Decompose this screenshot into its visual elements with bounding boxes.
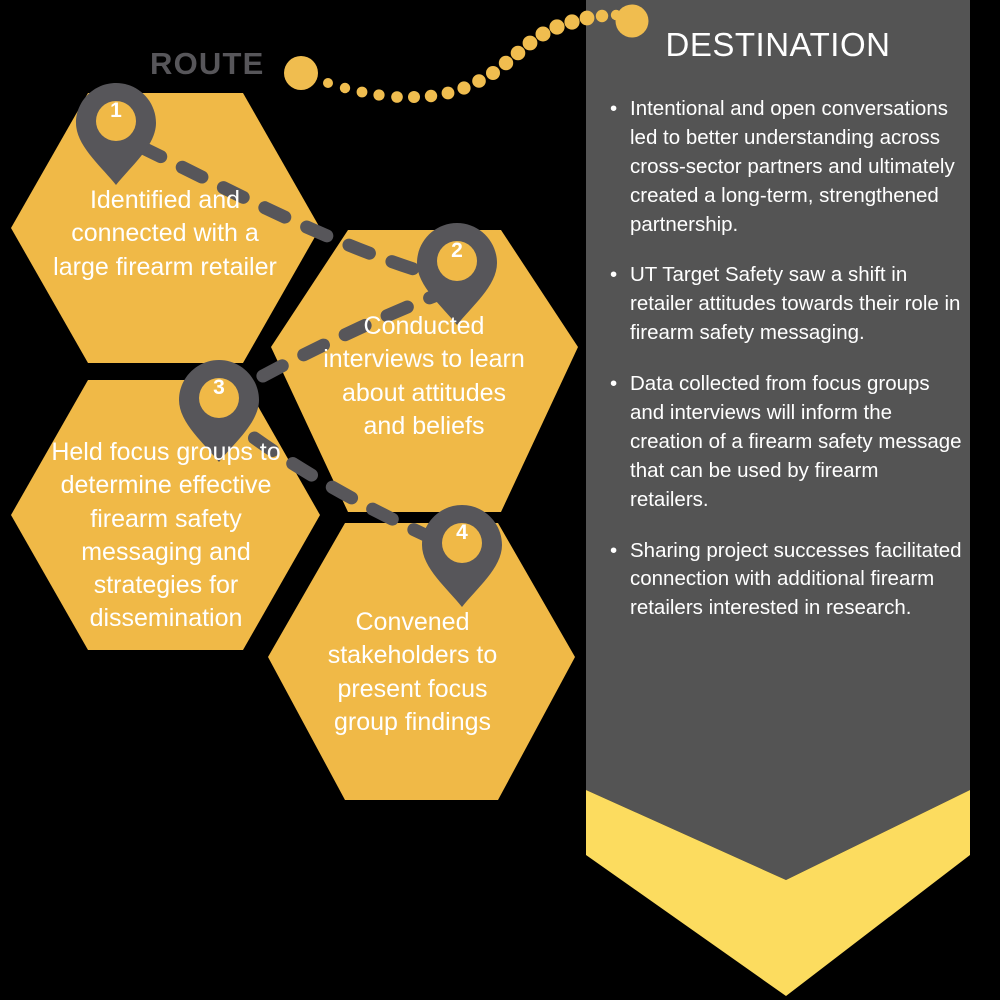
- pin-number-4: 4: [456, 521, 468, 544]
- route-section-title: ROUTE: [150, 46, 265, 81]
- map-pin-3[interactable]: [179, 360, 259, 462]
- destination-chevron: [586, 790, 970, 996]
- destination-bullet-text: Sharing project successes facilitated co…: [630, 538, 962, 620]
- destination-bullet-text: Intentional and open conversations led t…: [630, 97, 955, 236]
- pin-number-3: 3: [213, 376, 225, 399]
- destination-bullet-text: UT Target Safety saw a shift in retailer…: [630, 263, 961, 345]
- pin-number-2: 2: [451, 239, 463, 262]
- map-pin-1[interactable]: [76, 83, 156, 185]
- dotted-route-decoration: [284, 4, 649, 103]
- hexagon-step-1-label: Identified and connected with a large fi…: [53, 186, 277, 281]
- hexagon-step-1[interactable]: [11, 93, 320, 363]
- hexagon-step-4-label: Convened stakeholders to present focus g…: [327, 608, 498, 736]
- hexagon-step-4[interactable]: [268, 523, 575, 800]
- hexagon-step-3[interactable]: [11, 380, 320, 650]
- destination-bullet-list: • Intentional and open conversations led…: [602, 95, 962, 645]
- destination-panel-background: [586, 0, 970, 880]
- destination-bullet-text: Data collected from focus groups and int…: [630, 372, 962, 511]
- bullet-marker-icon: •: [610, 97, 618, 120]
- dash-segment-1-to-2: [134, 140, 457, 287]
- map-pin-4[interactable]: [422, 505, 502, 607]
- destination-section-title: DESTINATION: [665, 26, 891, 63]
- destination-section: DESTINATION • Intentional and open conve…: [586, 0, 970, 880]
- destination-bullet-item: • Data collected from focus groups and i…: [602, 370, 962, 514]
- pin-number-1: 1: [110, 99, 122, 122]
- destination-bullet-item: • UT Target Safety saw a shift in retail…: [602, 261, 962, 348]
- hexagon-step-2-label: Conducted interviews to learn about atti…: [323, 312, 525, 440]
- bullet-marker-icon: •: [610, 538, 618, 562]
- destination-bullet-item: • Sharing project successes facilitated …: [602, 537, 962, 624]
- bullet-marker-icon: •: [610, 263, 618, 287]
- hexagon-step-3-label: Held focus groups to determine effective…: [51, 438, 281, 633]
- map-pin-2[interactable]: [417, 223, 497, 325]
- destination-bullet-item: • Intentional and open conversations led…: [602, 95, 962, 239]
- bullet-marker-icon: •: [610, 372, 618, 396]
- hexagon-step-2[interactable]: [271, 230, 578, 512]
